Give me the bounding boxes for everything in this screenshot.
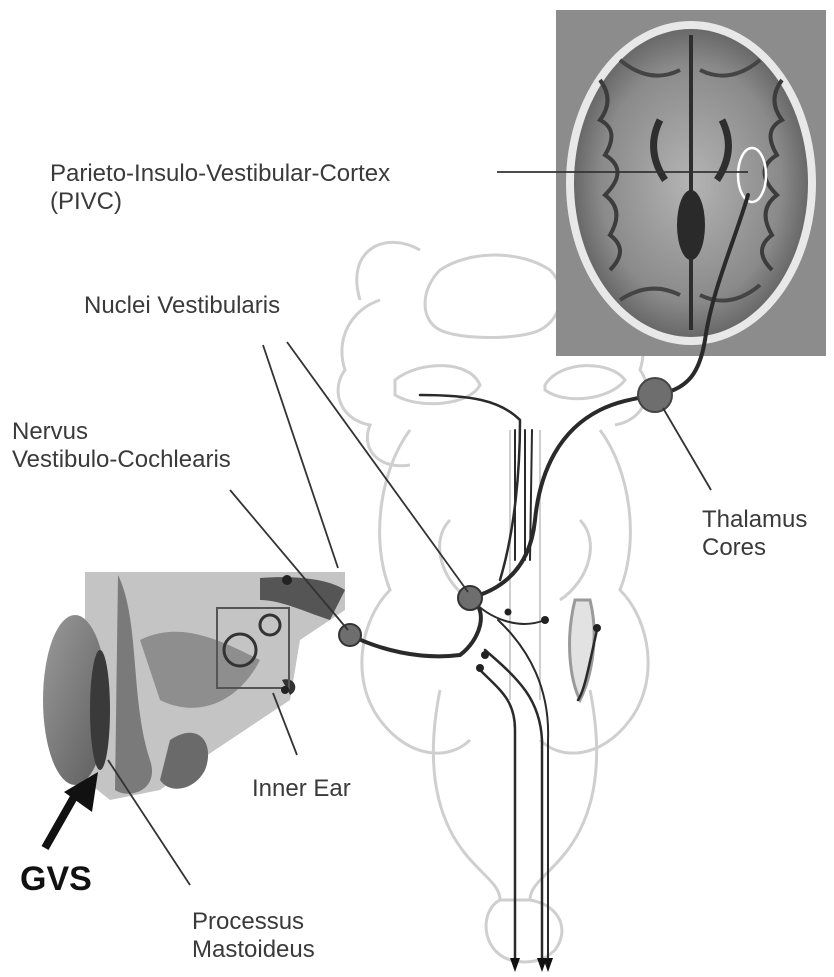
processus-label: Processus	[192, 908, 304, 936]
thalamus-label: Thalamus	[702, 506, 807, 534]
pivc-abbrev-label: (PIVC)	[50, 188, 122, 216]
descending-arrows	[510, 958, 553, 972]
gvs-label: GVS	[20, 860, 92, 899]
pivc-label: Parieto-Insulo-Vestibular-Cortex	[50, 160, 390, 188]
nerve-node	[339, 624, 361, 646]
mri-brain-slice	[556, 10, 826, 356]
nervus-label: Nervus	[12, 418, 88, 446]
inner-ear-label: Inner Ear	[252, 775, 351, 803]
mastoideus-label: Mastoideus	[192, 936, 315, 964]
cores-label: Cores	[702, 534, 766, 562]
ear-cross-section	[43, 572, 345, 800]
vestibulo-cochlearis-label: Vestibulo-Cochlearis	[12, 446, 231, 474]
nuclei-vestibularis-label: Nuclei Vestibularis	[84, 292, 280, 320]
pathway-nodes	[281, 378, 672, 694]
nuclei-node	[458, 586, 482, 610]
thalamus-node	[638, 378, 672, 412]
